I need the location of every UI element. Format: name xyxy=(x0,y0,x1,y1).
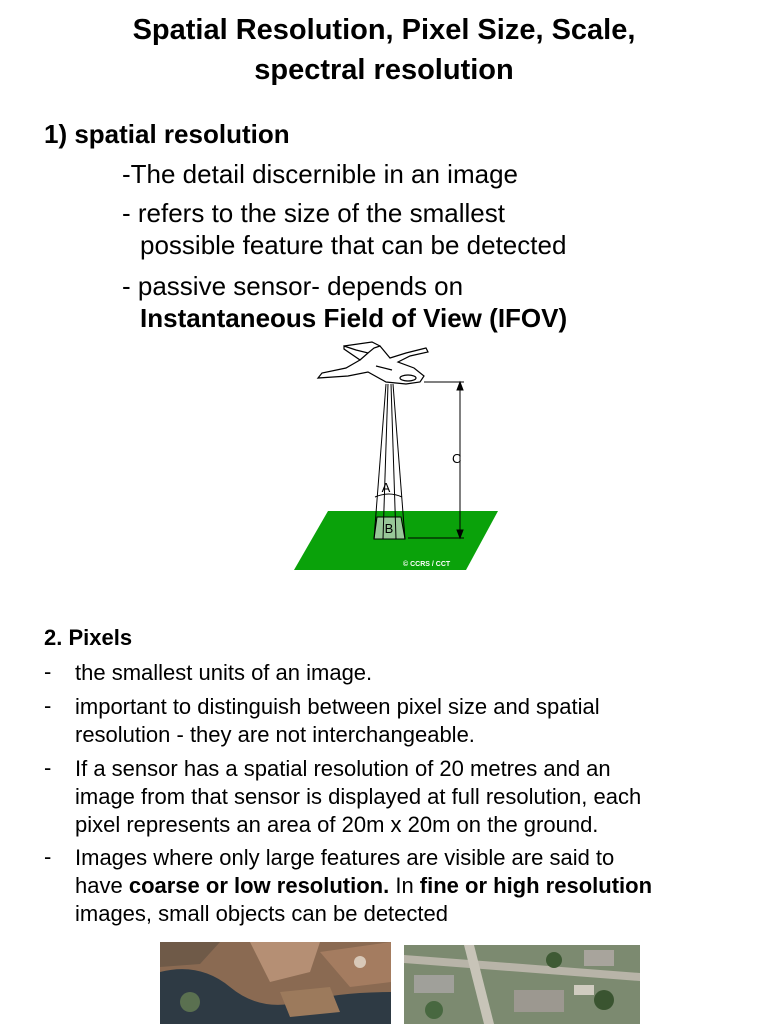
pixel-bullet-1-text: the smallest units of an image. xyxy=(75,660,373,685)
spatial-refers-line-1: - refers to the size of the smallest xyxy=(122,198,505,228)
pixel-bullet-4-in: In xyxy=(389,873,420,898)
passive-sensor-line: - passive sensor- depends on xyxy=(122,271,464,301)
bullet-dash: - xyxy=(44,693,52,718)
ifov-cone xyxy=(373,383,406,540)
title-line-1: Spatial Resolution, Pixel Size, Scale, xyxy=(132,14,636,46)
label-c: C xyxy=(452,451,461,466)
pixel-bullet-2-line-2: resolution - they are not interchangeabl… xyxy=(75,722,475,747)
bullet-dash: - xyxy=(44,755,52,780)
spatial-refers-line-2: possible feature that can be detected xyxy=(140,230,567,260)
label-b: B xyxy=(385,521,394,536)
section-1-heading: 1) spatial resolution xyxy=(44,119,290,149)
spatial-detail-line: -The detail discernible in an image xyxy=(122,159,518,189)
pixel-bullet-4-have: have xyxy=(75,873,129,898)
pixel-bullet-3-line-3: pixel represents an area of 20m x 20m on… xyxy=(75,812,599,837)
ifov-line: Instantaneous Field of View (IFOV) xyxy=(140,303,567,334)
pixel-bullet-2-line-1: important to distinguish between pixel s… xyxy=(75,694,600,719)
section-2-heading: 2. Pixels xyxy=(44,625,133,650)
pixel-bullet-3-line-2: image from that sensor is displayed at f… xyxy=(75,784,642,809)
bullet-dash: - xyxy=(44,844,52,869)
pixel-bullet-3-line-1: If a sensor has a spatial resolution of … xyxy=(75,756,611,781)
label-a: A xyxy=(382,480,391,495)
ifov-angle-arc xyxy=(374,493,403,498)
ifov-diagram: A B C © CCRS / CCT xyxy=(294,341,498,570)
pixel-bullet-4-line-2: have coarse or low resolution. In fine o… xyxy=(75,872,765,900)
ifov-abbreviation: (IFOV) xyxy=(489,303,568,333)
pixel-bullet-1: the smallest units of an image. xyxy=(75,659,765,687)
height-dimension xyxy=(408,380,464,540)
pixel-bullet-2: important to distinguish between pixel s… xyxy=(75,693,765,749)
bullet-dash: - xyxy=(44,659,52,684)
coarse-resolution-term: coarse or low resolution. xyxy=(128,873,390,898)
pixel-bullet-4-line-3: images, small objects can be detected xyxy=(75,901,448,926)
pixel-bullet-3: If a sensor has a spatial resolution of … xyxy=(75,755,765,839)
fine-resolution-term: fine or high resolution xyxy=(419,873,653,898)
copyright-notice: © CCRS / CCT xyxy=(403,560,451,568)
airplane-icon xyxy=(316,341,429,385)
ground-plane xyxy=(294,511,498,570)
page-title: Spatial Resolution, Pixel Size, Scale, s… xyxy=(0,10,768,90)
title-line-2: spectral resolution xyxy=(254,54,514,86)
ifov-term: Instantaneous Field of View xyxy=(140,303,482,333)
pixel-bullet-4-line-1: Images where only large features are vis… xyxy=(75,845,615,870)
pixel-bullet-4: Images where only large features are vis… xyxy=(75,844,765,928)
high-resolution-image xyxy=(404,945,640,1024)
low-resolution-image xyxy=(160,942,391,1024)
